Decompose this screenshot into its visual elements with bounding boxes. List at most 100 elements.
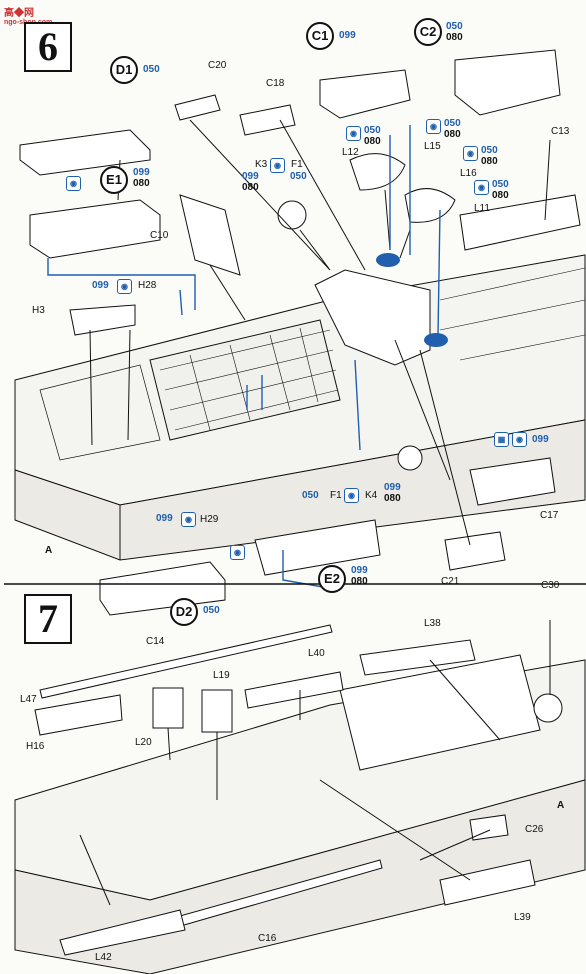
paint-code-k3-bottom: 080: [242, 182, 259, 193]
paint-code-l15-top: 050: [444, 118, 461, 129]
island-base: [314, 269, 431, 366]
part-c14: [39, 624, 333, 699]
label-c16: C16: [258, 933, 277, 944]
paint-code-e2-top: 099: [351, 565, 368, 576]
part-c26: [469, 814, 509, 841]
paint-icon-e1: ◉: [66, 176, 81, 191]
label-l11: L11: [474, 203, 490, 214]
paint-code-k4-top: 099: [384, 482, 401, 493]
paint-code-d2: 050: [203, 605, 220, 616]
paint-icon-l11: ◉: [474, 180, 489, 195]
callout-d2: D2: [170, 598, 198, 626]
label-a-lower: A: [557, 800, 565, 811]
paint-code-l11-bottom: 080: [492, 190, 509, 201]
label-c10: C10: [150, 230, 169, 241]
paint-code-e2-bottom: 080: [351, 576, 368, 587]
label-l12: L12: [342, 147, 359, 158]
paint-icon-l16: ◉: [463, 146, 478, 161]
paint-icon-l15: ◉: [426, 119, 441, 134]
label-c21: C21: [441, 576, 460, 587]
paint-code-l12-bottom: 080: [364, 136, 381, 147]
paint-icon-h28: ◉: [117, 279, 132, 294]
part-l15: [349, 153, 406, 191]
part-l42: [59, 909, 186, 956]
label-c18: C18: [266, 78, 285, 89]
paint-icon-k4: ◉: [344, 488, 359, 503]
label-c26: C26: [525, 824, 544, 835]
label-l40: L40: [308, 648, 325, 659]
paint-code-k4-left: 050: [302, 490, 319, 501]
callout-d1: D1: [110, 56, 138, 84]
callout-e1: E1: [100, 166, 128, 194]
part-e2: [254, 519, 381, 576]
label-f1: F1: [291, 159, 303, 170]
paint-spot-1: [376, 253, 400, 267]
label-f1-lower: F1: [330, 490, 342, 501]
label-l47: L47: [20, 694, 37, 705]
label-a-upper: A: [45, 545, 53, 556]
watermark-site: 高◆网: [4, 8, 34, 19]
paint-code-l11-top: 050: [492, 179, 509, 190]
label-h3: H3: [32, 305, 45, 316]
paint-code-l12-top: 050: [364, 125, 381, 136]
label-c30: C30: [541, 580, 560, 591]
label-l16: L16: [460, 168, 477, 179]
label-l15: L15: [424, 141, 441, 152]
part-l20: [152, 687, 184, 729]
deck-detail-grid: [149, 319, 341, 441]
label-k4: K4: [365, 490, 378, 501]
part-c13: [459, 194, 581, 251]
paint-code-c2-top: 050: [446, 21, 463, 32]
paint-code-c17: 099: [532, 434, 549, 445]
paint-icon-k3: ◉: [270, 158, 285, 173]
paint-code-f1: 050: [290, 171, 307, 182]
part-h3: [69, 304, 136, 336]
part-l19: [201, 689, 233, 733]
label-k3: K3: [255, 159, 268, 170]
part-c18: [239, 104, 296, 136]
paint-code-l16-bottom: 080: [481, 156, 498, 167]
label-l20: L20: [135, 737, 152, 748]
part-l47: [34, 694, 123, 736]
part-k4: [397, 445, 423, 471]
paint-code-h28: 099: [92, 280, 109, 291]
part-c17: [469, 457, 556, 506]
part-l39: [439, 859, 536, 906]
part-c10: [179, 194, 241, 276]
callout-c1: C1: [306, 22, 334, 50]
paint-code-h29: 099: [156, 513, 173, 524]
paint-icon-c17b: ◉: [512, 432, 527, 447]
paint-spot-2: [424, 333, 448, 347]
paint-code-c1: 099: [339, 30, 356, 41]
label-c20: C20: [208, 60, 227, 71]
step-number-6: 6: [24, 22, 72, 72]
paint-code-e1-bottom: 080: [133, 178, 150, 189]
label-l38: L38: [424, 618, 441, 629]
part-c20: [174, 94, 221, 121]
part-c2: [454, 49, 561, 116]
paint-code-c2-bottom: 080: [446, 32, 463, 43]
paint-icon-e2: ◉: [230, 545, 245, 560]
label-c13: C13: [551, 126, 570, 137]
label-h29: H29: [200, 514, 219, 525]
part-d1: [19, 129, 151, 176]
paint-code-d1: 050: [143, 64, 160, 75]
part-e1: [29, 199, 161, 259]
label-h28: H28: [138, 280, 157, 291]
paint-code-l16-top: 050: [481, 145, 498, 156]
label-l19: L19: [213, 670, 230, 681]
label-c17: C17: [540, 510, 559, 521]
paint-icon-c17: ▦: [494, 432, 509, 447]
paint-icon-l12: ◉: [346, 126, 361, 141]
paint-code-e1-top: 099: [133, 167, 150, 178]
label-l42: L42: [95, 952, 112, 963]
part-c30-gear: [533, 693, 563, 723]
callout-e2: E2: [318, 565, 346, 593]
part-l16: [404, 188, 456, 223]
part-l40: [244, 671, 344, 709]
paint-code-k3-top: 099: [242, 171, 259, 182]
part-c1: [319, 69, 411, 119]
step-number-7: 7: [24, 594, 72, 644]
paint-icon-h29: ◉: [181, 512, 196, 527]
